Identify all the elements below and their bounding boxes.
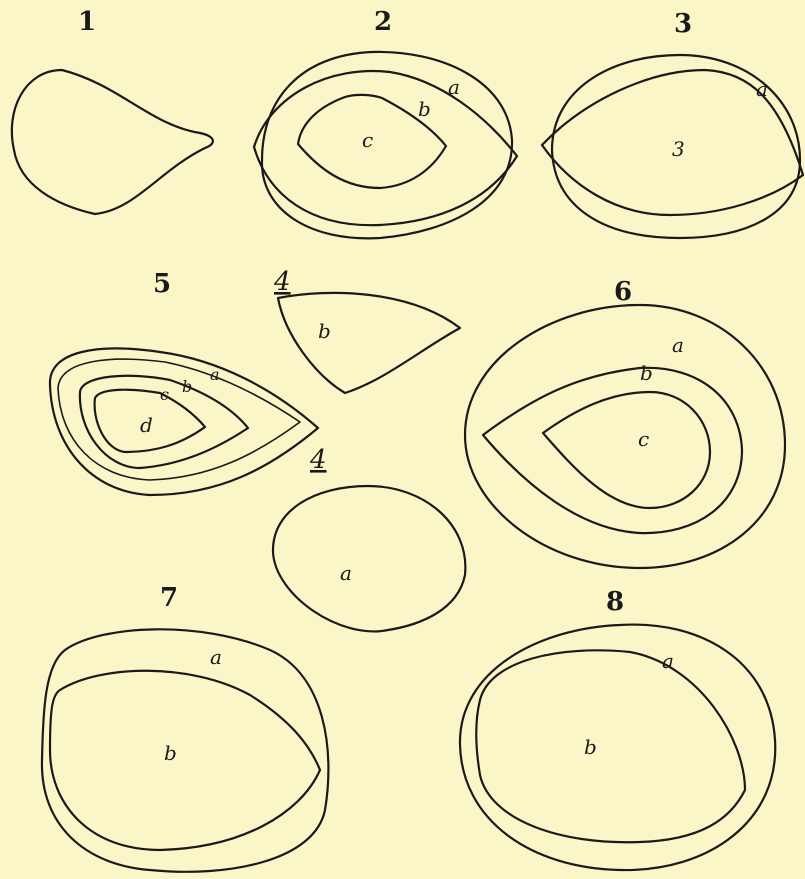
- figure-6-outline-a: [465, 305, 785, 568]
- figure-6-number: 6: [614, 277, 632, 307]
- figure-2-outline-b: [254, 71, 517, 225]
- figure-8: 8 a b: [460, 587, 775, 870]
- figure-7-number: 7: [160, 583, 178, 613]
- figure-3: 3 a 3: [542, 9, 803, 238]
- figure-5-outline-a: [50, 348, 318, 495]
- figure-6-outline-b: [483, 368, 742, 533]
- figure-4-top: 4 b: [273, 267, 460, 393]
- figure-4-top-label-b: b: [318, 319, 331, 343]
- figure-7-outline-a: [42, 629, 328, 871]
- figure-5: 5 a b c d: [50, 269, 318, 495]
- figure-3-label-a: a: [756, 77, 768, 101]
- figure-6-label-b: b: [640, 361, 653, 385]
- figure-2-label-c: c: [362, 128, 373, 152]
- figure-2-label-b: b: [418, 97, 431, 121]
- figure-8-number: 8: [606, 587, 624, 617]
- figure-6-label-a: a: [672, 333, 684, 357]
- figure-4-top-outline: [278, 293, 460, 393]
- figure-4-bottom-number: 4: [309, 445, 327, 475]
- figure-8-outline-b: [476, 650, 745, 842]
- figure-6-label-c: c: [638, 427, 649, 451]
- figure-6: 6 a b c: [465, 277, 785, 568]
- figure-1-outline: [12, 70, 213, 214]
- figure-5-label-b: b: [182, 377, 192, 396]
- figure-4-top-number: 4: [273, 267, 291, 297]
- figure-8-outline-a: [460, 625, 775, 870]
- figure-5-label-c: c: [160, 385, 169, 404]
- figure-2-label-a: a: [448, 75, 460, 99]
- figure-7-label-a: a: [210, 645, 222, 669]
- figure-3-number: 3: [674, 9, 692, 39]
- figure-5-label-a: a: [210, 365, 220, 384]
- figure-8-label-a: a: [662, 649, 674, 673]
- figure-1-number: 1: [78, 7, 96, 37]
- figure-4-bottom-label-a: a: [340, 561, 352, 585]
- figure-5-number: 5: [153, 269, 171, 299]
- figure-7-label-b: b: [164, 741, 177, 765]
- figure-4-bottom-outline: [273, 486, 465, 631]
- figure-6-outline-c: [543, 392, 710, 508]
- figure-7: 7 a b: [42, 583, 328, 872]
- figure-3-label-center: 3: [672, 137, 685, 161]
- figure-4-bottom: 4 a: [273, 445, 465, 631]
- figure-2-number: 2: [374, 7, 392, 37]
- figure-2: 2 a b c: [254, 7, 517, 238]
- figure-8-label-b: b: [584, 735, 597, 759]
- figure-5-label-d: d: [140, 413, 153, 437]
- figure-1: 1: [12, 7, 213, 214]
- figure-7-outline-b: [50, 671, 320, 850]
